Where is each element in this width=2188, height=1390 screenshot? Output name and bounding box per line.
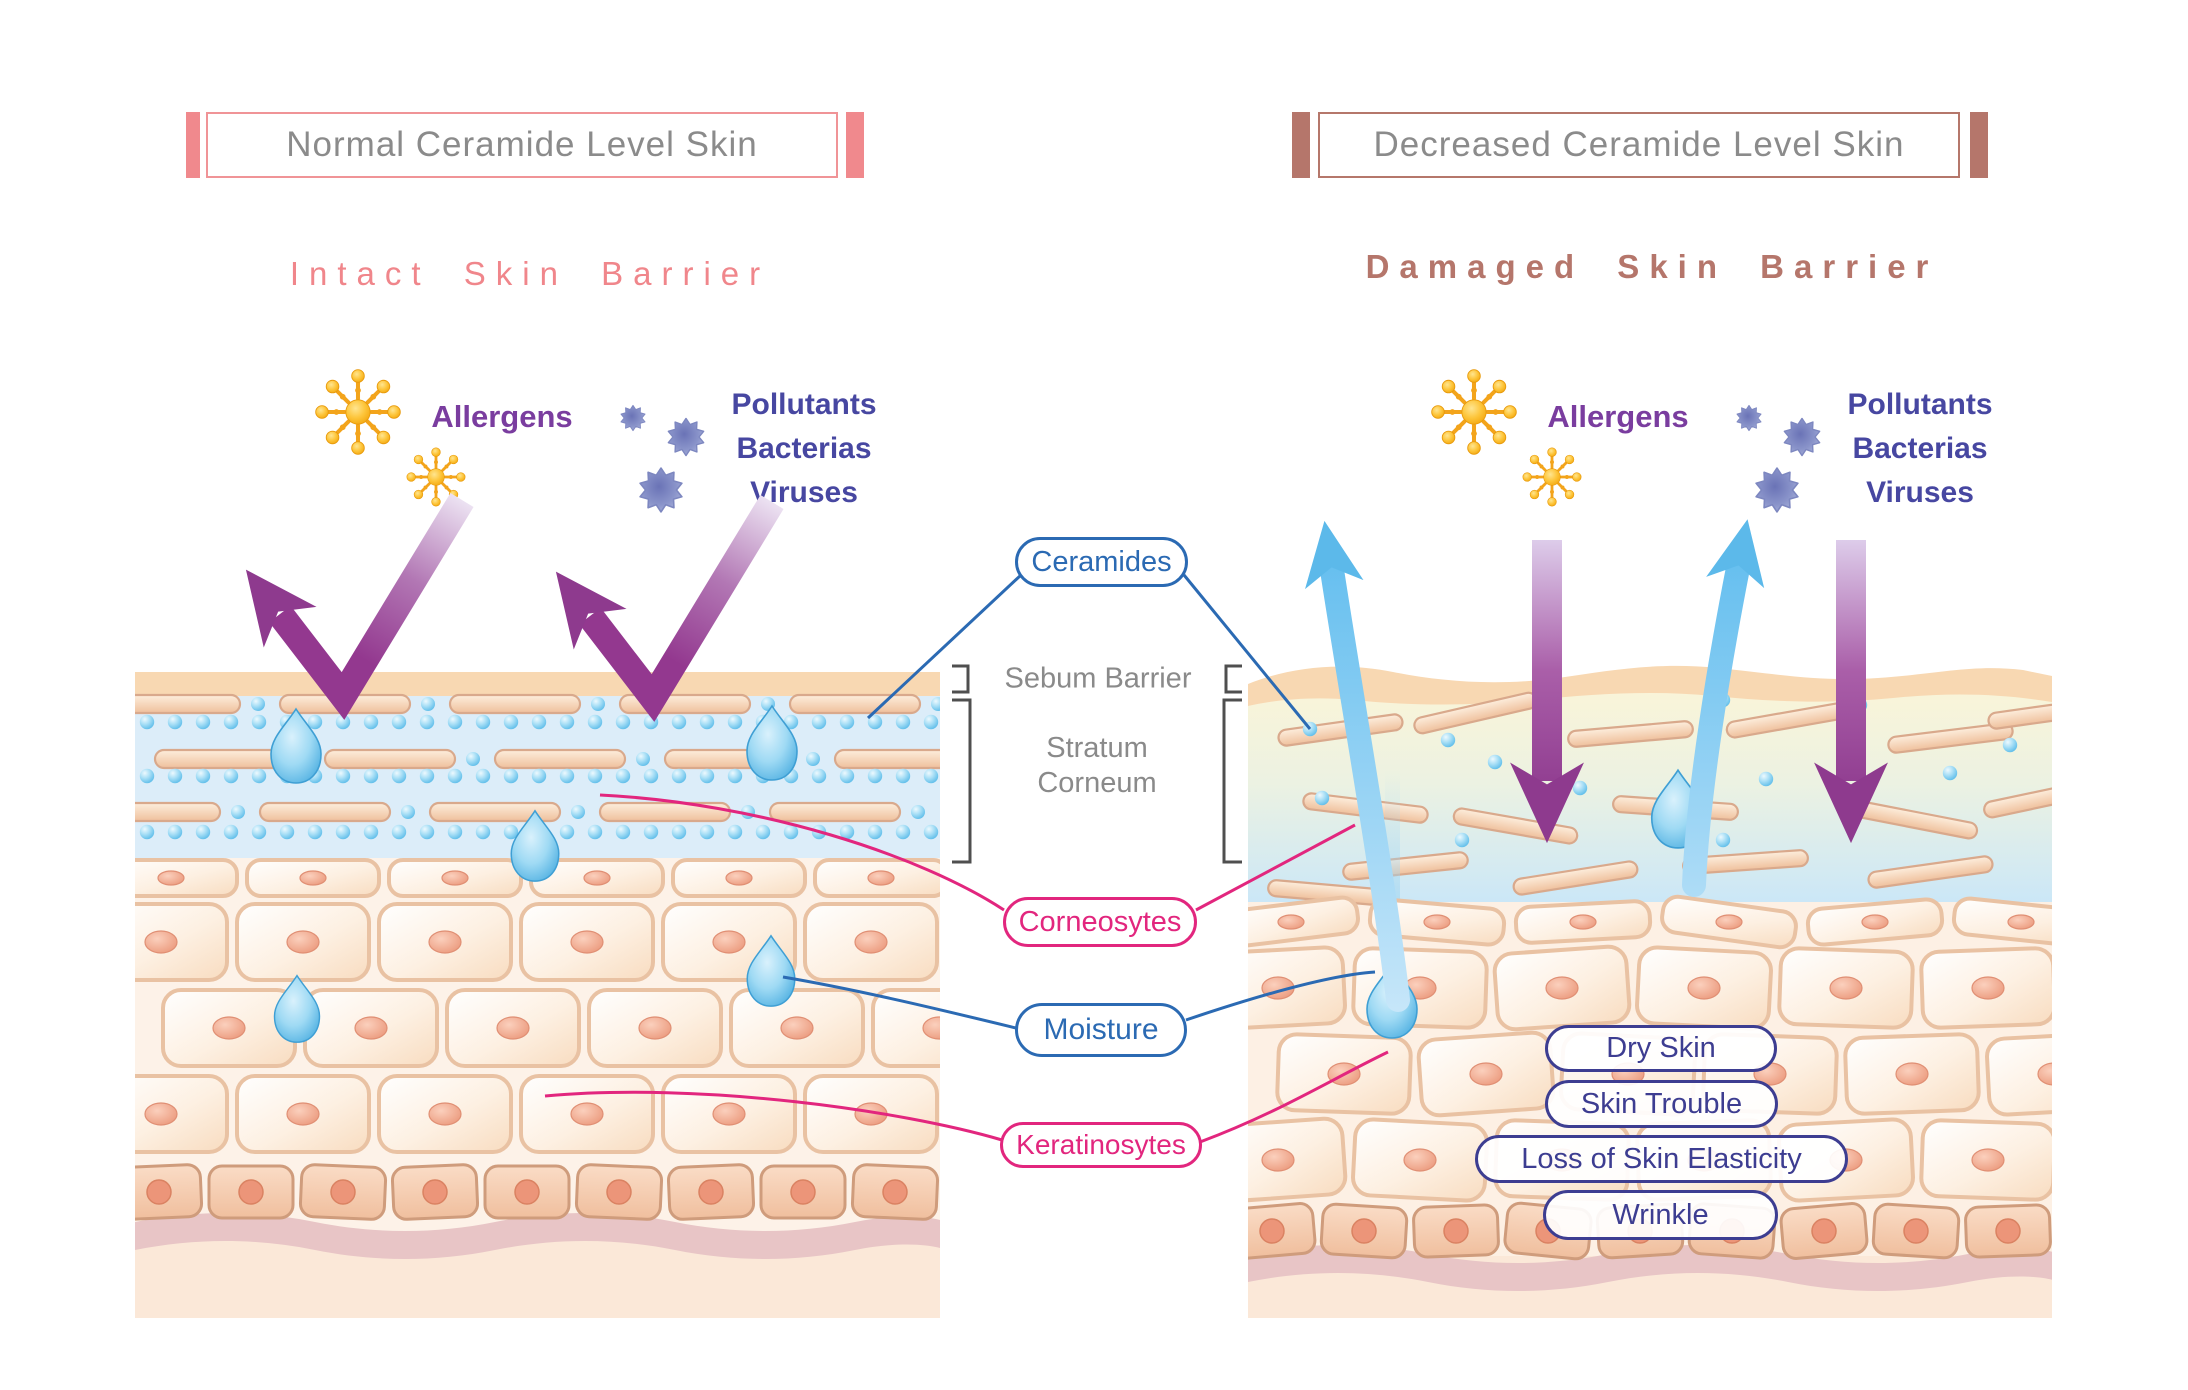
pollutants-label-left: Pollutants Bacterias Viruses bbox=[731, 383, 876, 515]
keratinosytes-label: Keratinosytes bbox=[1000, 1122, 1202, 1168]
allergen-icon bbox=[1521, 446, 1583, 508]
viruses-line: Viruses bbox=[1866, 476, 1974, 509]
effect-dry-skin: Dry Skin bbox=[1545, 1025, 1777, 1072]
left-title-box: Normal Ceramide Level Skin bbox=[206, 112, 838, 178]
allergen-icon bbox=[405, 446, 467, 508]
deflect-arrow bbox=[555, 494, 784, 722]
right-title-accent-left bbox=[1292, 112, 1310, 178]
virus-icon bbox=[664, 415, 708, 459]
stratum-bracket-right bbox=[1222, 698, 1242, 864]
viruses-line: Viruses bbox=[750, 476, 858, 509]
pollutants-line: Pollutants bbox=[1847, 388, 1993, 421]
corneum-line: Corneum bbox=[1037, 767, 1157, 799]
stratum-line: Stratum bbox=[1046, 732, 1148, 764]
effect-loss-of-skin-elasticity: Loss of Skin Elasticity bbox=[1475, 1135, 1848, 1183]
virus-icon bbox=[618, 403, 648, 433]
right-title-box: Decreased Ceramide Level Skin bbox=[1318, 112, 1960, 178]
bacterias-line: Bacterias bbox=[1852, 432, 1988, 465]
sebum-bracket-left bbox=[952, 664, 970, 694]
corneosytes-label: Corneosytes bbox=[1003, 897, 1197, 947]
healthy-skin-illustration bbox=[135, 672, 940, 1318]
damaged-skin-barrier-subtitle: Damaged Skin Barrier bbox=[1365, 248, 1939, 285]
allergens-label-right: Allergens bbox=[1547, 399, 1689, 434]
pollutants-label-right: Pollutants Bacterias Viruses bbox=[1847, 383, 1992, 515]
intact-skin-barrier-subtitle: Intact Skin Barrier bbox=[289, 255, 771, 292]
virus-icon bbox=[1780, 415, 1824, 459]
effect-skin-trouble: Skin Trouble bbox=[1545, 1080, 1778, 1128]
left-title: Normal Ceramide Level Skin bbox=[286, 125, 758, 164]
right-title-accent-right bbox=[1970, 112, 1988, 178]
pollutants-line: Pollutants bbox=[731, 388, 877, 421]
allergen-icon bbox=[1429, 367, 1519, 457]
ceramides-label: Ceramides bbox=[1015, 537, 1188, 587]
bacterias-line: Bacterias bbox=[736, 432, 872, 465]
moisture-label: Moisture bbox=[1015, 1003, 1187, 1057]
allergens-label-left: Allergens bbox=[431, 399, 573, 434]
right-title: Decreased Ceramide Level Skin bbox=[1373, 125, 1905, 164]
left-title-accent-right bbox=[846, 112, 864, 178]
sebum-barrier-label: Sebum Barrier bbox=[1004, 662, 1192, 695]
virus-icon bbox=[1751, 464, 1803, 516]
stratum-corneum-label: Stratum Corneum bbox=[1037, 731, 1156, 801]
deflect-arrow bbox=[245, 492, 474, 720]
allergen-icon bbox=[313, 367, 403, 457]
virus-icon bbox=[635, 464, 687, 516]
virus-icon bbox=[1734, 403, 1764, 433]
left-title-accent-left bbox=[186, 112, 200, 178]
stratum-bracket-left bbox=[952, 698, 972, 864]
effect-wrinkle: Wrinkle bbox=[1543, 1190, 1778, 1240]
sebum-bracket-right bbox=[1224, 664, 1242, 694]
